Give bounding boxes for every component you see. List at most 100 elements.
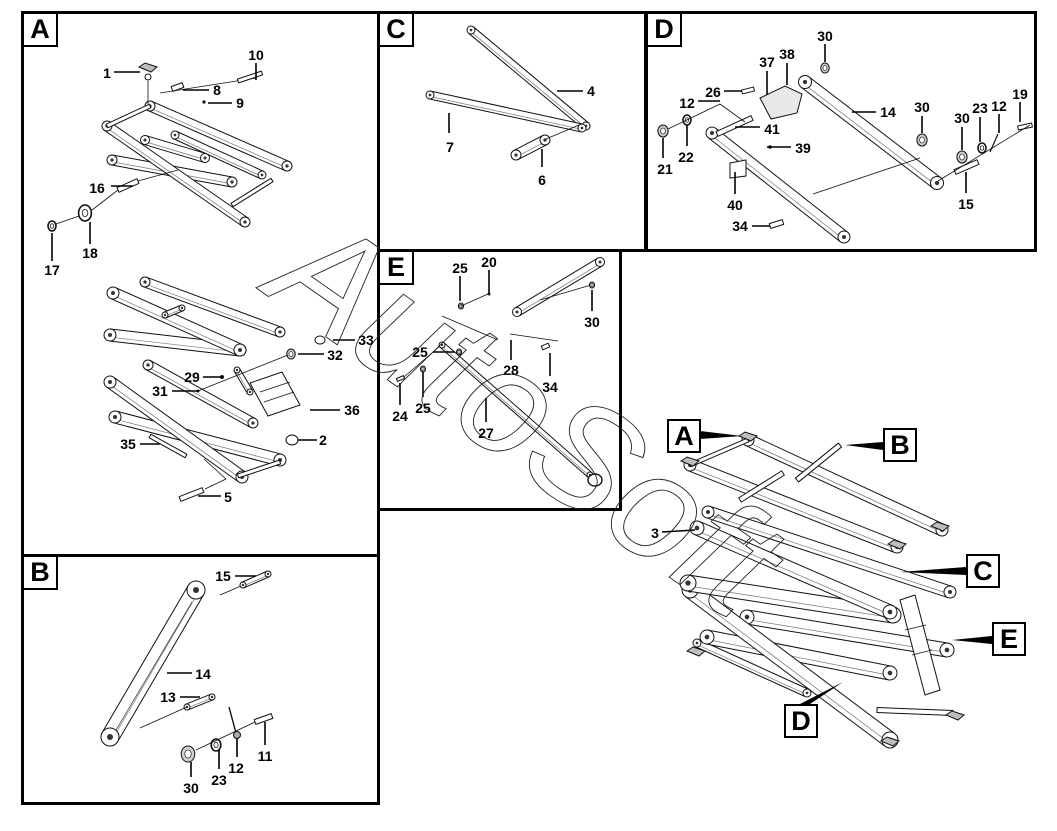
pivot-hole (143, 138, 147, 142)
crossbar-end (230, 177, 274, 208)
pivot-hole (685, 580, 691, 586)
beam-body (230, 177, 274, 208)
pivot-hole (210, 695, 214, 699)
part-foot-40 (729, 159, 747, 179)
part-clip-12 (989, 133, 999, 153)
beam-body (715, 115, 754, 137)
beam-edge (689, 466, 897, 550)
part-pin-5 (178, 487, 205, 502)
part-ring-17 (47, 220, 57, 232)
part-bolt-11 (253, 713, 274, 725)
section-pointer (952, 636, 992, 644)
part-pin-6 (510, 134, 551, 161)
callout-number: 30 (183, 780, 199, 796)
callout-number: 27 (478, 425, 494, 441)
part-nut-30 (180, 745, 196, 763)
base-crossbar (876, 707, 954, 716)
beam-rail-front (101, 120, 251, 228)
part-nut-30 (916, 133, 928, 147)
callout-number: 34 (732, 218, 748, 234)
assembly-line (904, 624, 927, 631)
part-arm-14 (798, 75, 944, 190)
beam-body (236, 459, 282, 479)
beam-body (253, 713, 274, 725)
callout-number: 33 (358, 332, 374, 348)
pivot-hole (543, 138, 547, 142)
pivot-hole (598, 260, 602, 264)
part-nut-30 (588, 281, 596, 289)
beam-inner-arm (170, 130, 267, 180)
callout-number: 7 (446, 139, 454, 155)
section-pointer (800, 682, 843, 704)
assembly-line (203, 458, 227, 480)
beam-edge (108, 383, 241, 479)
beam-body (1017, 122, 1033, 131)
beam-detail (115, 601, 193, 731)
callout-number: 28 (503, 362, 519, 378)
part-pin-20 (487, 292, 491, 296)
assembly-line (195, 721, 256, 751)
panel-section-d: D (645, 11, 1037, 252)
assembly-line (259, 381, 291, 393)
callout-number: 30 (817, 28, 833, 44)
pivot-hole (180, 306, 184, 310)
callout-number: 41 (764, 121, 780, 137)
callout-number: 17 (44, 262, 60, 278)
callout-number: 24 (392, 408, 408, 424)
callout-number: 6 (538, 172, 546, 188)
part-pin-15 (239, 570, 272, 589)
part-nut-32 (286, 348, 296, 360)
section-pointer (700, 431, 742, 439)
beam-edge (695, 529, 890, 615)
pivot-hole (113, 415, 117, 419)
beam-edge (517, 263, 601, 314)
panel-key-b: B (24, 557, 58, 590)
pivot-hole (694, 525, 700, 531)
assembly-line (545, 124, 580, 140)
beam-edge (144, 283, 280, 334)
part-rail-35 (148, 433, 188, 459)
arm-loop (587, 473, 603, 487)
nut-hole (421, 367, 425, 371)
strut-b (794, 442, 843, 483)
pivot-hole (887, 609, 893, 615)
assembly-line (812, 157, 921, 195)
pivot-hole (704, 634, 710, 640)
pivot-hole (469, 28, 473, 32)
callout-number: 26 (705, 84, 721, 100)
assembly-line (263, 391, 295, 403)
assembly-line (139, 706, 188, 729)
part-arm-14 (100, 580, 206, 747)
part-nut-30 (956, 150, 968, 164)
beam-edge (111, 294, 240, 353)
beam-edge (696, 643, 807, 695)
assembly-line (509, 333, 559, 342)
callout-number: 15 (958, 196, 974, 212)
callout-number: 12 (991, 98, 1007, 114)
pivot-hole (934, 180, 940, 186)
beam-body (800, 76, 942, 189)
panel-key-a: A (24, 14, 58, 47)
pivot-hole (706, 510, 710, 514)
panel-section-b: B (21, 554, 380, 805)
beam-body (876, 707, 954, 716)
beam-arm (142, 359, 259, 429)
pivot-hole (514, 153, 518, 157)
assembly-line (539, 284, 592, 301)
nut-hole (457, 350, 461, 354)
callout-number: 11 (258, 748, 273, 764)
crossbar-base (236, 459, 282, 479)
beam-body (105, 103, 152, 129)
beam-body (738, 470, 785, 503)
callout-number: 1 (103, 65, 111, 81)
pivot-hole (146, 363, 150, 367)
pad (929, 521, 951, 532)
callout-number: 10 (248, 47, 264, 63)
beam-body (768, 219, 785, 229)
pivot-hole (278, 330, 282, 334)
part-clip-12 (228, 706, 237, 734)
foot (685, 646, 707, 657)
pivot-hole (193, 587, 199, 593)
callout-number: 25 (452, 260, 468, 276)
